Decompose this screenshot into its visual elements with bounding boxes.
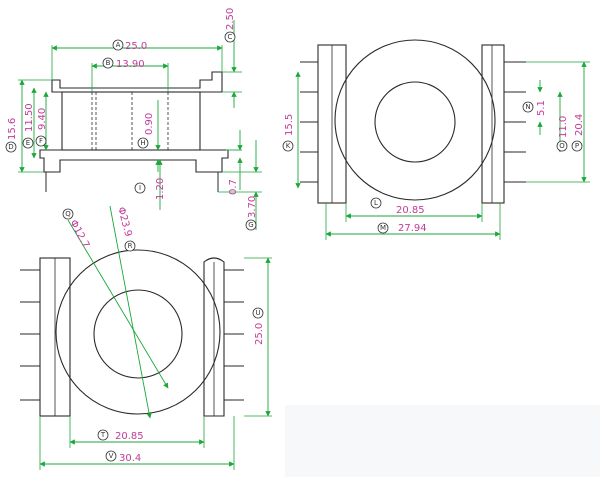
dim-C-tag: C xyxy=(228,33,233,41)
dim-D-value: 15.6 xyxy=(7,118,18,140)
dim-T-value: 20.85 xyxy=(115,431,144,442)
dim-H-tag: H xyxy=(140,139,145,147)
bottom-flange-circle xyxy=(55,249,221,415)
dim-P-value: 20.4 xyxy=(574,114,585,136)
dim-E-tag: E xyxy=(26,139,30,147)
side-view: A 25.0 B 13.90 C 2.50 D 15.6 E 11.50 F 9… xyxy=(5,8,262,231)
dim-B-tag: B xyxy=(106,59,111,67)
dim-T-tag: T xyxy=(100,431,106,439)
dim-E-value: 11.50 xyxy=(24,103,35,132)
bottom-core-hole xyxy=(93,289,183,379)
dim-H-value: 0.90 xyxy=(144,113,155,135)
dim-A-tag: A xyxy=(116,41,121,49)
dim-N-tag: N xyxy=(525,103,530,111)
bottom-right-pins xyxy=(224,269,244,401)
side-bottom-flange xyxy=(39,149,229,173)
dim-U-value: 25.0 xyxy=(254,323,265,345)
dim-I-value: 1.20 xyxy=(155,178,166,200)
dim-F-tag: F xyxy=(39,137,43,145)
dim-I-tag: I xyxy=(139,184,141,192)
dim-F-value: 9.40 xyxy=(37,108,48,130)
dim-G-value: 3.70 xyxy=(247,196,258,218)
dim-M-tag: M xyxy=(380,224,386,232)
dim-P-tag: P xyxy=(575,142,579,150)
top-core-hole xyxy=(374,81,456,163)
dim-J-value: 0.7 xyxy=(228,179,239,195)
dim-Q-tag: Q xyxy=(65,210,71,218)
bottom-view-panel xyxy=(0,245,285,477)
dim-B-value: 13.90 xyxy=(116,59,145,70)
top-view: K 15.5 L 20.85 M 27.94 N 5.1 O 11.0 P 20… xyxy=(282,39,590,240)
dim-C-value: 2.50 xyxy=(225,8,236,30)
dim-M-value: 27.94 xyxy=(398,223,427,234)
bottom-right-pin-bar xyxy=(203,257,225,417)
side-top-flange xyxy=(51,71,223,93)
dim-R-tag: R xyxy=(128,242,133,250)
dim-V-value: 30.4 xyxy=(119,453,141,464)
dim-D-tag: D xyxy=(8,143,13,151)
dim-V-tag: V xyxy=(109,452,114,460)
dim-L-value: 20.85 xyxy=(396,205,425,216)
top-right-pins xyxy=(504,61,526,183)
top-flange-circle xyxy=(334,39,496,201)
dim-N-value: 5.1 xyxy=(536,100,547,116)
dim-O-tag: O xyxy=(559,142,565,150)
dim-L-tag: L xyxy=(374,199,378,207)
top-left-pins xyxy=(300,61,318,183)
dim-G-tag: G xyxy=(248,221,253,229)
dim-U-tag: U xyxy=(255,309,260,317)
dim-O-value: 11.0 xyxy=(558,116,569,138)
top-right-pin-bar xyxy=(481,44,505,204)
dim-K-tag: K xyxy=(286,142,291,150)
dim-A-value: 25.0 xyxy=(125,41,147,52)
dim-K-value: 15.5 xyxy=(284,114,295,136)
bottom-left-pins xyxy=(20,269,40,401)
